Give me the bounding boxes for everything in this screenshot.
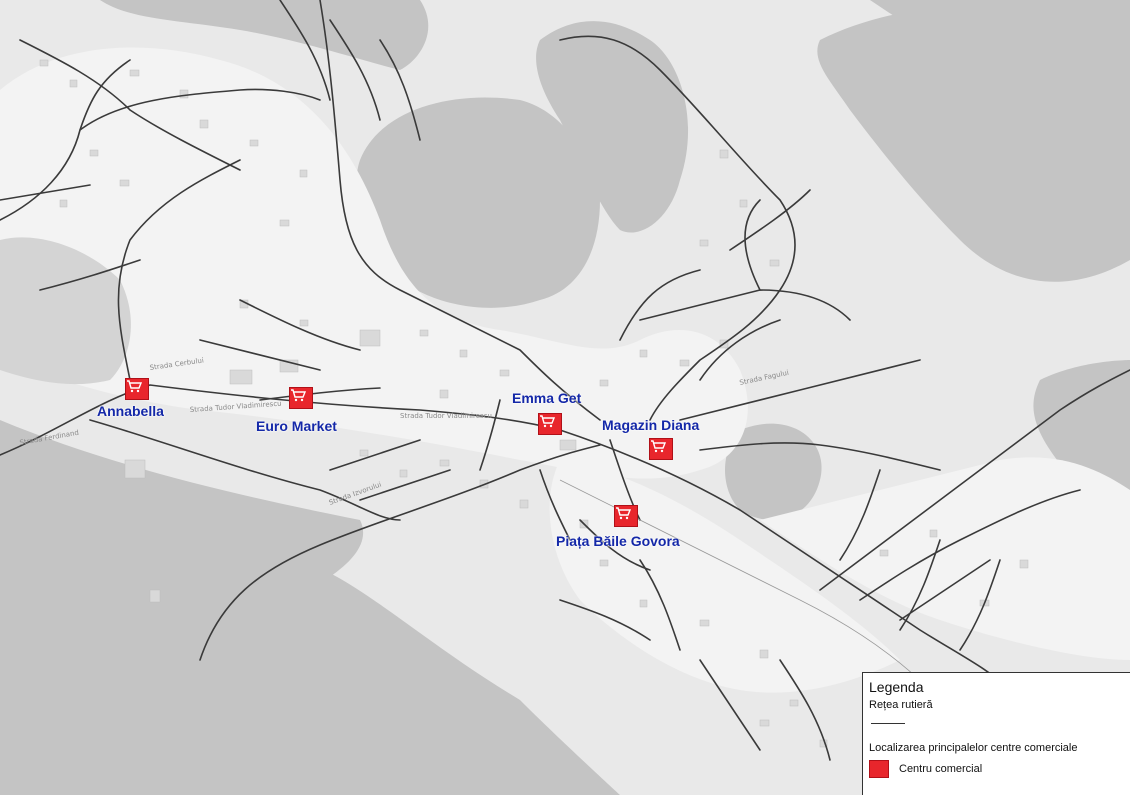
- legend-title: Legenda: [869, 679, 924, 695]
- water-area: [356, 97, 600, 308]
- legend-center-item-label: Centru comercial: [899, 763, 983, 775]
- legend-centers-title: Localizarea principalelor centre comerci…: [869, 742, 1078, 754]
- shopping-cart-icon[interactable]: [649, 438, 673, 460]
- poi-label-piata-baile-govora[interactable]: Piața Băile Govora: [556, 533, 680, 549]
- shopping-cart-icon[interactable]: [614, 505, 638, 527]
- shopping-cart-icon[interactable]: [538, 413, 562, 435]
- map-legend: Legenda Rețea rutieră Localizarea princi…: [862, 672, 1130, 795]
- poi-label-magazin-diana[interactable]: Magazin Diana: [602, 417, 700, 433]
- legend-center-item: Centru comercial: [864, 674, 1124, 778]
- shopping-cart-icon: [864, 674, 889, 778]
- shopping-cart-icon[interactable]: [125, 378, 149, 400]
- water-area: [536, 21, 689, 233]
- water-area: [0, 560, 620, 795]
- legend-road-network-label: Rețea rutieră: [869, 699, 933, 711]
- road-line-swatch: [871, 723, 905, 724]
- poi-label-emma-get[interactable]: Emma Get: [512, 390, 582, 406]
- street-label: Strada Tudor Vladimirescu: [400, 412, 492, 420]
- poi-label-annabella[interactable]: Annabella: [97, 403, 164, 419]
- water-area: [725, 423, 822, 520]
- water-area: [870, 0, 1130, 80]
- shopping-cart-icon[interactable]: [289, 387, 313, 409]
- water-area: [817, 0, 1130, 282]
- poi-label-euro-market[interactable]: Euro Market: [256, 418, 337, 434]
- water-area: [100, 0, 429, 70]
